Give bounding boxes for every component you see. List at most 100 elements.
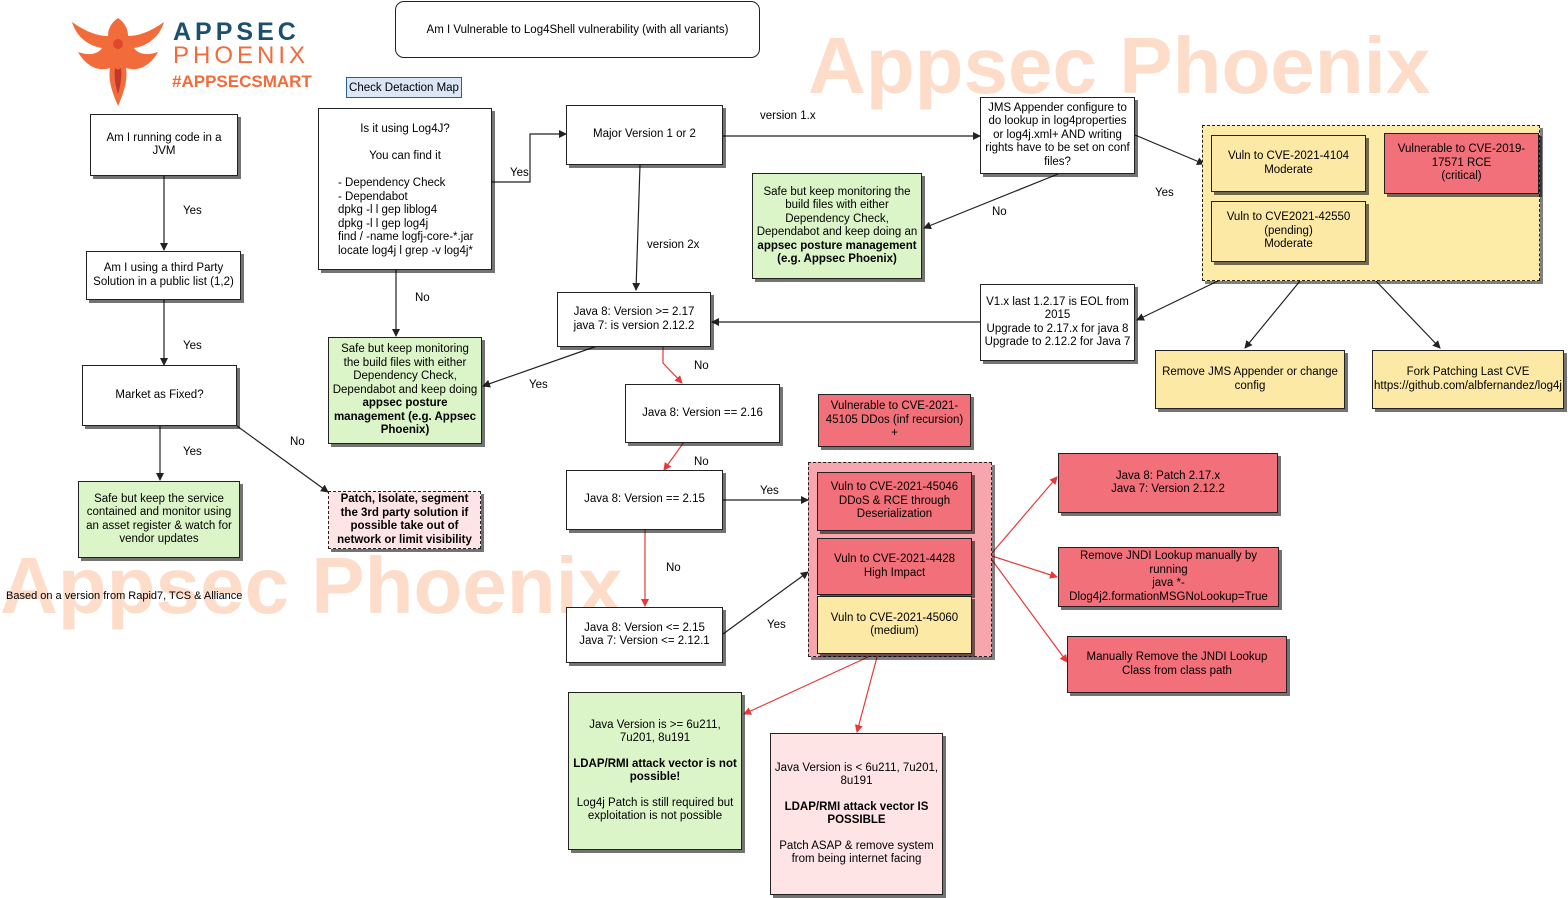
node-java-lt: Java Version is < 6u211, 7u201, 8u191 LD… — [770, 733, 943, 895]
watermark-top: Appsec Phoenix — [808, 21, 1431, 110]
node-jms-appender-text: JMS Appender configure to do lookup in l… — [985, 101, 1130, 168]
node-safe-service-text: Safe but keep the service contained and … — [86, 492, 232, 546]
footnote: Based on a version from Rapid7, TCS & Al… — [6, 590, 243, 602]
node-remove-class: Manually Remove the JNDI Lookup Class fr… — [1067, 636, 1287, 693]
edge-le215-cvegroup — [722, 571, 809, 635]
node-java-lt-text: Java Version is < 6u211, 7u201, 8u191 — [774, 761, 939, 788]
node-safe-build-2-text: Safe but keep monitoring the build files… — [756, 185, 918, 239]
logo: APPSEC PHOENIX #APPSECSMART — [68, 14, 328, 114]
node-safe-build-1-text: Safe but keep monitoring the build files… — [332, 343, 478, 396]
node-fork-patching: Fork Patching Last CVE https://github.co… — [1372, 350, 1564, 409]
node-java8-le215: Java 8: Version <= 2.15 Java 7: Version … — [566, 607, 723, 663]
edge-java217-safe1 — [482, 344, 601, 388]
node-java8-216: Java 8: Version == 2.16 — [625, 384, 780, 443]
node-safe-build-2: Safe but keep monitoring the build files… — [752, 173, 922, 279]
logo-tagline: #APPSECSMART — [172, 72, 312, 91]
node-market-fixed-text: Market as Fixed? — [115, 388, 204, 401]
node-market-fixed: Market as Fixed? — [82, 365, 237, 426]
label-yes-jvm: Yes — [183, 205, 202, 217]
node-safe-build-1-bold: appsec posture management (e.g. Appsec P… — [333, 397, 477, 437]
edge-cvegroup-patch217 — [991, 476, 1058, 554]
node-java-ge: Java Version is >= 6u211, 7u201, 8u191 L… — [568, 692, 742, 850]
edge-cvegroup-removeclass — [991, 559, 1068, 663]
node-remove-jms: Remove JMS Appender or change config — [1155, 350, 1345, 409]
node-patch-217: Java 8: Patch 2.17.x Java 7: Version 2.1… — [1058, 453, 1278, 513]
detection-map-label: Check Detaction Map — [349, 81, 459, 94]
edge-major-java217 — [632, 164, 641, 291]
node-patch-isolate: Patch, Isolate, segment the 3rd party so… — [328, 491, 481, 549]
diagram-title: Am I Vulnerable to Log4Shell vulnerabili… — [395, 1, 760, 58]
edge-market-patch — [236, 425, 329, 493]
node-java-ge-text: Java Version is >= 6u211, 7u201, 8u191 — [589, 718, 721, 745]
diagram-title-text: Am I Vulnerable to Log4Shell vulnerabili… — [426, 23, 729, 36]
label-no-java215: No — [666, 562, 681, 574]
node-cve-45046: Vuln to CVE-2021-45046 DDoS & RCE throug… — [817, 472, 972, 531]
node-java-ge-note: Log4j Patch is still required but exploi… — [576, 796, 734, 823]
label-yes-java217: Yes — [529, 379, 548, 391]
node-v1-eol-text: V1.x last 1.2.17 is EOL from 2015 Upgrad… — [984, 295, 1131, 349]
node-remove-class-text: Manually Remove the JNDI Lookup Class fr… — [1086, 651, 1268, 677]
node-cve-42550-text: Vuln to CVE2021-42550 (pending) Moderate — [1226, 211, 1351, 251]
node-java8-217-text: Java 8: Version >= 2.17 java 7: is versi… — [573, 306, 695, 332]
node-java8-215: Java 8: Version == 2.15 — [566, 470, 723, 530]
node-java-lt-bold: LDAP/RMI attack vector IS POSSIBLE — [784, 800, 929, 827]
phoenix-icon — [72, 18, 164, 106]
node-using-log4j: Is it using Log4J? You can find it - Dep… — [318, 108, 492, 270]
node-remove-jndi-text: Remove JNDI Lookup manually by running j… — [1069, 550, 1268, 603]
node-third-party: Am I using a third Party Solution in a p… — [86, 251, 241, 300]
detection-map-link[interactable]: Check Detaction Map — [346, 77, 462, 98]
edge-cvegroup-removejndi — [991, 555, 1058, 579]
node-find-tools-text: - Dependency Check - Dependabot dpkg -l … — [338, 177, 474, 257]
edge-jms-safe2 — [923, 173, 1059, 230]
node-cve-44228-text: Vuln to CVE-2021-4428 High Impact — [833, 553, 956, 579]
node-cve-45105: Vulnerable to CVE-2021-45105 DDos (inf r… — [818, 394, 971, 447]
label-no-java216: No — [694, 456, 709, 468]
node-cve-4104: Vuln to CVE-2021-4104 Moderate — [1211, 135, 1366, 192]
label-yes-thirdparty: Yes — [183, 340, 202, 352]
node-cve-17571-text: Vulnerable to CVE-2019-17571 RCE (critic… — [1397, 143, 1526, 183]
label-version-1x: version 1.x — [760, 110, 816, 122]
label-yes-market: Yes — [183, 446, 202, 458]
node-third-party-text: Am I using a third Party Solution in a p… — [93, 262, 234, 288]
label-no-java217: No — [694, 360, 709, 372]
node-cve-45060: Vuln to CVE-2021-45060 (medium) — [817, 596, 972, 654]
node-java8-le215-text: Java 8: Version <= 2.15 Java 7: Version … — [579, 621, 710, 648]
edge-java216-java215 — [663, 441, 685, 471]
node-java8-215-text: Java 8: Version == 2.15 — [584, 493, 705, 506]
edge-cvegroup-javalt — [854, 656, 878, 733]
node-java-lt-note: Patch ASAP & remove system from being in… — [779, 839, 934, 866]
node-safe-build-1: Safe but keep monitoring the build files… — [328, 337, 482, 444]
node-safe-build-2-bold: appsec posture management (e.g. Appsec P… — [757, 239, 917, 266]
edge-jms-cvegroup — [1134, 134, 1205, 165]
node-jms-appender: JMS Appender configure to do lookup in l… — [980, 97, 1135, 174]
edge-cvegroup-v1eol — [1136, 278, 1223, 321]
edge-log4j-major — [492, 130, 567, 183]
node-safe-service: Safe but keep the service contained and … — [78, 481, 240, 558]
label-yes-jms: Yes — [1155, 187, 1174, 199]
label-version-2x: version 2x — [647, 239, 700, 251]
node-cve-17571: Vulnerable to CVE-2019-17571 RCE (critic… — [1384, 133, 1539, 194]
node-cve-45060-text: Vuln to CVE-2021-45060 (medium) — [830, 611, 959, 638]
node-remove-jms-text: Remove JMS Appender or change config — [1162, 366, 1338, 392]
node-java8-216-text: Java 8: Version == 2.16 — [642, 406, 763, 419]
node-patch-isolate-text: Patch, Isolate, segment the 3rd party so… — [337, 493, 472, 546]
label-yes-le215: Yes — [767, 619, 786, 631]
edge-java217-java216 — [662, 347, 683, 384]
node-major-version: Major Version 1 or 2 — [566, 105, 723, 165]
node-java-ge-bold: LDAP/RMI attack vector is not possible! — [573, 757, 737, 784]
logo-line2: PHOENIX — [173, 42, 310, 69]
node-cve-4104-text: Vuln to CVE-2021-4104 Moderate — [1227, 150, 1350, 176]
node-fork-patching-text: Fork Patching Last CVE https://github.co… — [1374, 366, 1562, 392]
node-jvm-text: Am I running code in a JVM — [106, 131, 222, 158]
node-v1-eol: V1.x last 1.2.17 is EOL from 2015 Upgrad… — [980, 284, 1135, 361]
node-patch-217-text: Java 8: Patch 2.17.x Java 7: Version 2.1… — [1111, 469, 1225, 496]
label-yes-java215: Yes — [760, 485, 779, 497]
node-java8-217: Java 8: Version >= 2.17 java 7: is versi… — [557, 292, 711, 347]
label-yes-log4j: Yes — [510, 167, 529, 179]
node-cve-45105-text: Vulnerable to CVE-2021-45105 DDos (inf r… — [825, 400, 964, 440]
node-using-log4j-text: Is it using Log4J? You can find it — [360, 123, 450, 162]
label-no-log4j: No — [415, 292, 430, 304]
edge-cvegroup-fork — [1375, 280, 1441, 349]
edge-cvegroup-javage — [743, 656, 869, 715]
